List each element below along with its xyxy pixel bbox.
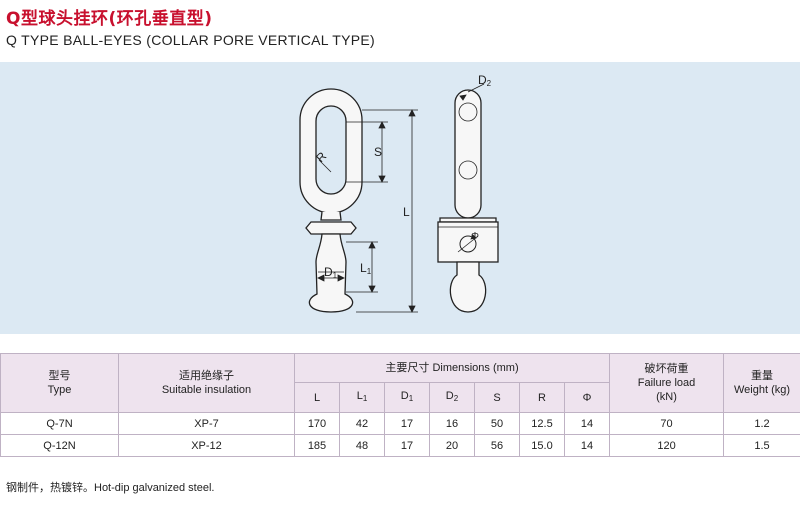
- ball-eye-front-view: [299, 88, 363, 313]
- l-dimension-label: L: [403, 205, 410, 219]
- cell-d2: 16: [429, 412, 475, 435]
- cell-type: Q-12N: [0, 434, 119, 457]
- material-note: 钢制件，热镀锌。Hot-dip galvanized steel.: [6, 482, 215, 494]
- cell-type: Q-7N: [0, 412, 119, 435]
- ball-eye-side-view: [437, 89, 499, 313]
- phi-dimension-label: Φ: [471, 231, 479, 242]
- l1-dimension-label: L1: [360, 261, 372, 276]
- cell-r: 15.0: [519, 434, 565, 457]
- cell-insulation: XP-7: [118, 412, 295, 435]
- cell-l1: 48: [339, 434, 385, 457]
- table-header-row-2: L L1 D1 D2 S R Φ: [1, 382, 800, 413]
- header-dim-s: S: [474, 382, 520, 413]
- cell-l: 185: [294, 434, 340, 457]
- cell-d2: 20: [429, 434, 475, 457]
- header-dim-l1: L1: [339, 382, 385, 413]
- d1-dimension-label: D1: [324, 265, 338, 280]
- table-row: Q-12N XP-12 185 48 17 20 56 15.0 14 120 …: [0, 434, 800, 457]
- page-title-english: Q TYPE BALL-EYES (COLLAR PORE VERTICAL T…: [6, 32, 376, 48]
- ball-eye-drawing: R S L L1 D1 D2 Φ: [299, 73, 499, 313]
- cell-r: 12.5: [519, 412, 565, 435]
- header-dim-d2: D2: [429, 382, 475, 413]
- cell-l: 170: [294, 412, 340, 435]
- s-dimension-label: S: [374, 145, 382, 159]
- cell-weight: 1.5: [723, 434, 800, 457]
- cell-phi: 14: [563, 412, 611, 435]
- cell-weight: 1.2: [723, 412, 800, 435]
- cell-phi: 14: [563, 434, 611, 457]
- header-dim-l: L: [294, 382, 340, 413]
- header-dim-phi: Φ: [563, 382, 611, 413]
- header-dim-r: R: [519, 382, 565, 413]
- cell-d1: 17: [384, 412, 430, 435]
- cell-d1: 17: [384, 434, 430, 457]
- cell-s: 50: [474, 412, 520, 435]
- table-row: Q-7N XP-7 170 42 17 16 50 12.5 14 70 1.2: [0, 412, 800, 435]
- cell-l1: 42: [339, 412, 385, 435]
- header-dim-d1: D1: [384, 382, 430, 413]
- cell-failure-load: 120: [609, 434, 725, 457]
- cell-failure-load: 70: [609, 412, 725, 435]
- header-dimensions: 主要尺寸 Dimensions (mm): [293, 353, 611, 383]
- page-title-chinese: Q型球头挂环(环孔垂直型): [6, 9, 213, 29]
- d2-dimension-label: D2: [478, 73, 492, 88]
- cell-s: 56: [474, 434, 520, 457]
- cell-insulation: XP-12: [118, 434, 295, 457]
- technical-drawing-panel: R S L L1 D1 D2 Φ: [0, 62, 800, 334]
